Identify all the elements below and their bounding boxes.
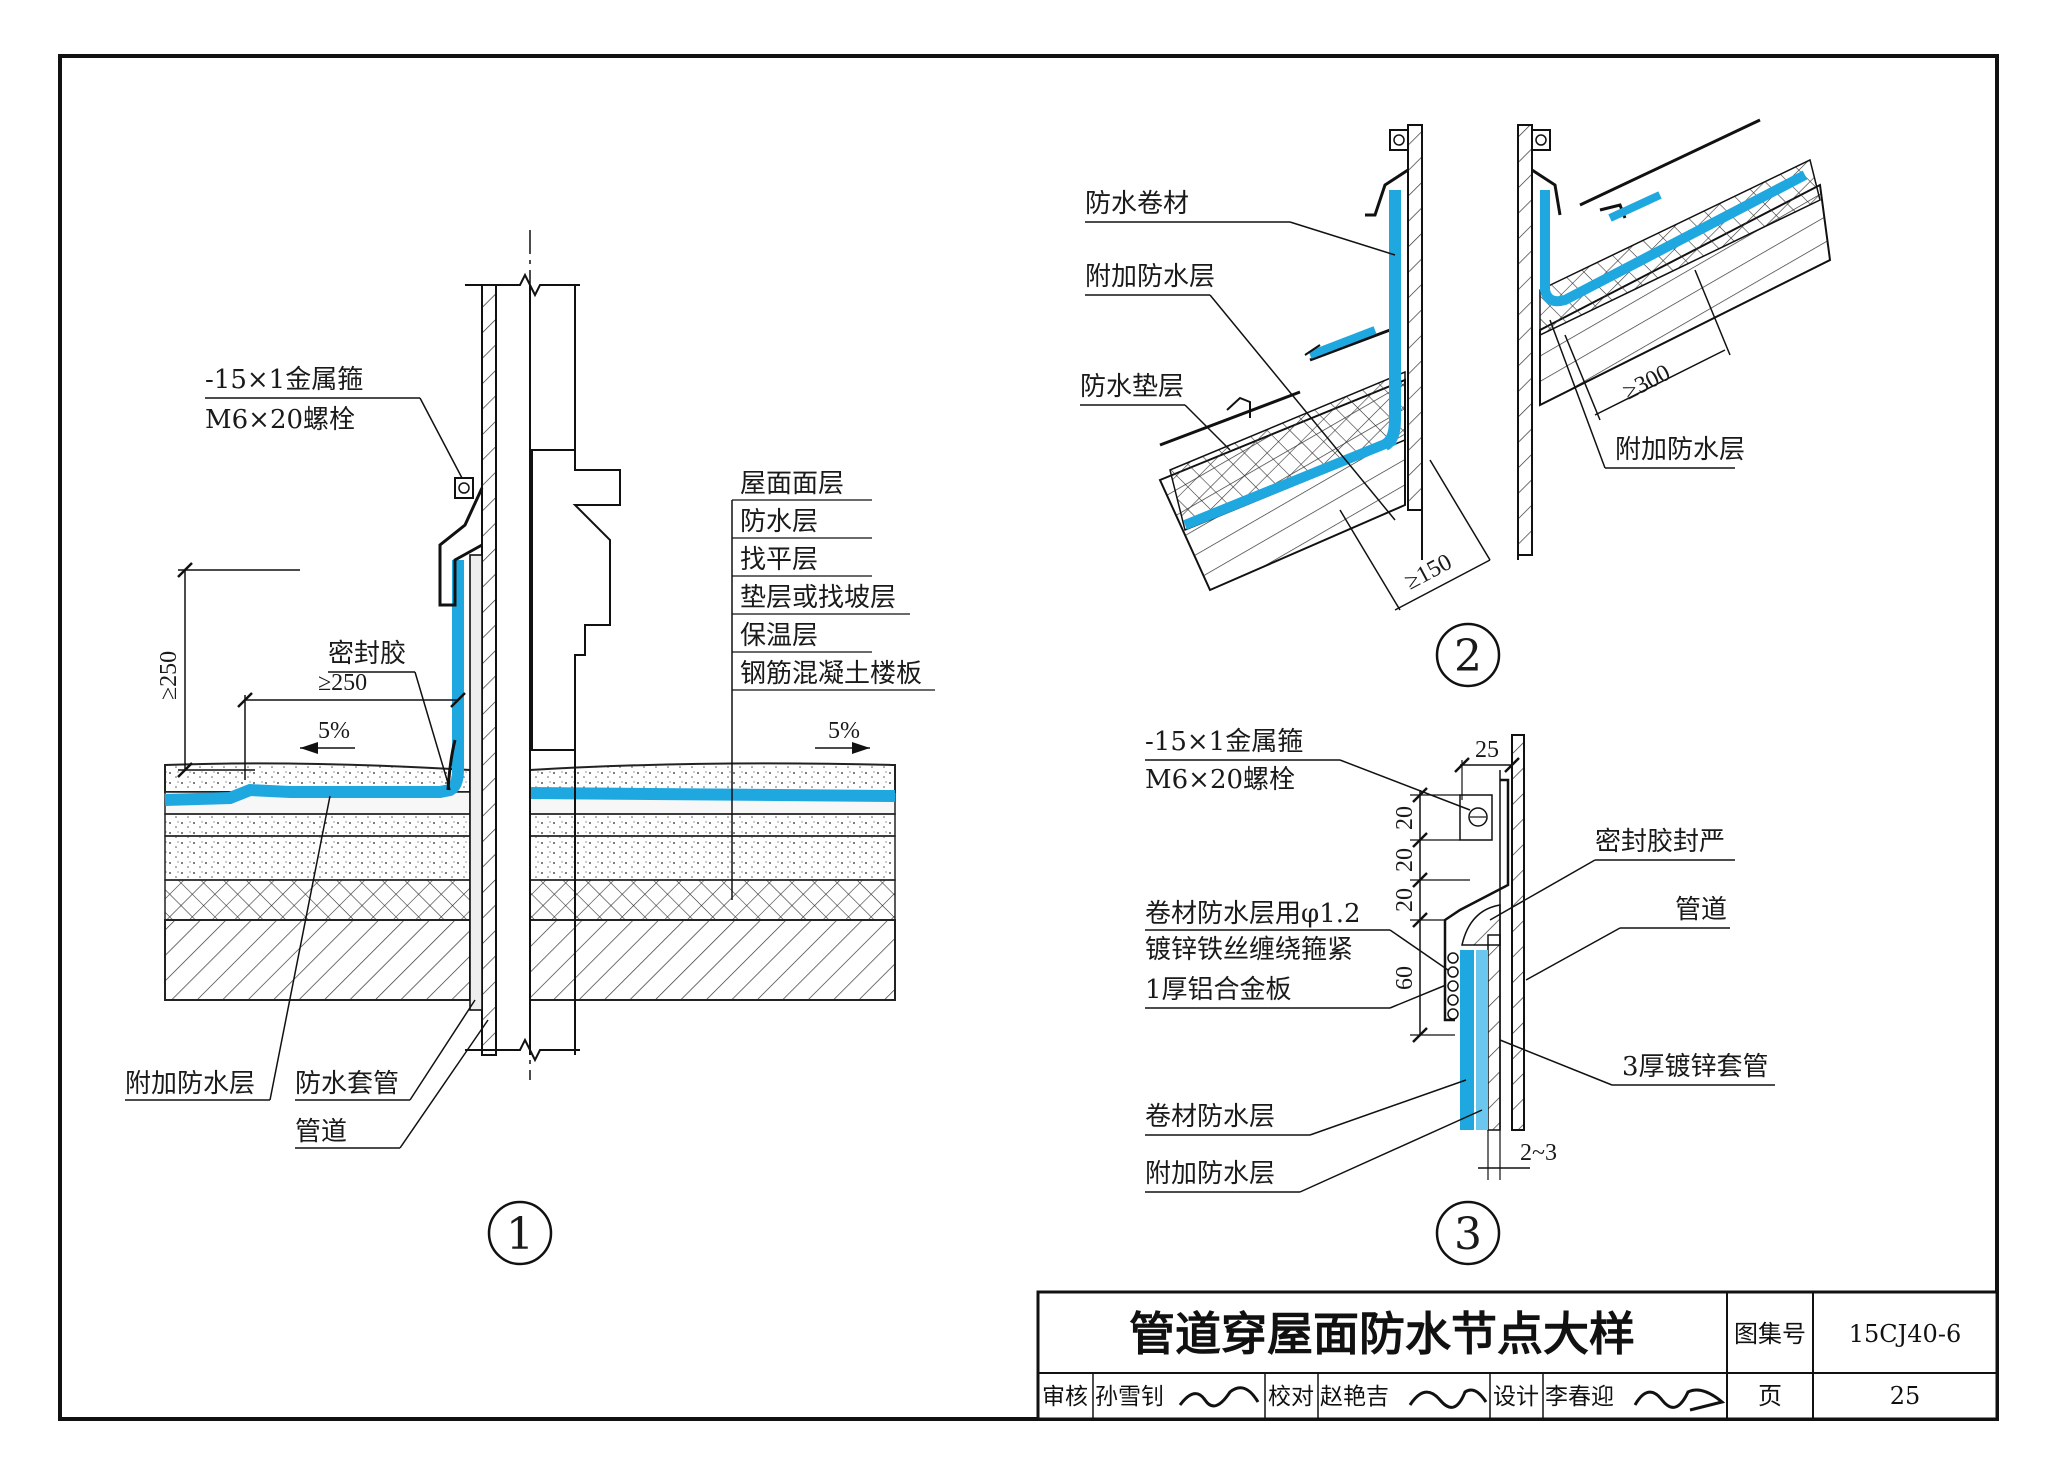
pipe-wall-left (481, 284, 497, 1056)
title-text: 管道穿屋面防水节点大样 (1129, 1307, 1635, 1361)
sheet-border (58, 54, 1999, 1421)
detail-2: 防水卷材 附加防水层 防水垫层 ≥150 ≥300 附加防水层 2 (1080, 118, 1832, 688)
d3-dim-20-c: 20 (1392, 888, 1418, 912)
reviewer-signature (1178, 1386, 1260, 1408)
checker-signature (1408, 1388, 1488, 1409)
d2-waterproof-vertical (1381, 190, 1401, 451)
atlas-number: 15CJ40-6 (1849, 1320, 1961, 1348)
atlas-label: 图集号 (1734, 1320, 1806, 1348)
d3-waterproof-layer (1460, 950, 1474, 1130)
d3-wire-label-1: 卷材防水层用φ1.2 (1145, 899, 1361, 929)
d3-gap-label: 2~3 (1520, 1140, 1557, 1166)
vent-cap (531, 449, 621, 751)
design-label: 设计 (1493, 1384, 1539, 1410)
d3-aluminum-label: 1厚铝合金板 (1145, 975, 1292, 1005)
page-number: 25 (1890, 1382, 1921, 1410)
page-label: 页 (1758, 1382, 1782, 1410)
designer-signature (1633, 1388, 1726, 1412)
d1-number: 1 (506, 1209, 534, 1260)
d2-membrane-label: 防水卷材 (1085, 189, 1189, 219)
d3-pipe-label: 管道 (1675, 895, 1727, 925)
d1-sealant-label: 密封胶 (328, 639, 406, 669)
d1-layer-4: 保温层 (740, 621, 818, 651)
reviewer-name: 孙雪钊 (1095, 1384, 1164, 1410)
d3-dim-20-a: 20 (1392, 806, 1418, 830)
d2-number: 2 (1454, 631, 1482, 682)
d3-dim-60: 60 (1392, 966, 1418, 990)
d2-underlay-label: 防水垫层 (1080, 372, 1184, 402)
waterproof-layer-left (164, 560, 464, 806)
d3-wire-label-2: 镀锌铁丝缠绕箍紧 (1145, 935, 1353, 965)
d1-bolt-label: M6×20螺栓 (205, 405, 355, 435)
d3-dim-20-b: 20 (1392, 848, 1418, 872)
detail-1: -15×1金属箍 M6×20螺栓 密封胶 ≥250 ≥250 5% 5% (125, 230, 935, 1266)
d3-number: 3 (1454, 1209, 1482, 1260)
d3-dim-25: 25 (1475, 737, 1499, 763)
d3-extra-layer-label: 附加防水层 (1145, 1159, 1275, 1189)
d3-sleeve-label: 3厚镀锌套管 (1622, 1052, 1769, 1082)
d1-layer-1: 防水层 (740, 507, 818, 537)
d2-waterproof-right (1540, 170, 1808, 307)
d1-layer-0: 屋面面层 (740, 469, 844, 499)
review-label: 审核 (1042, 1384, 1088, 1410)
d1-slope-left: 5% (318, 718, 350, 744)
d1-layer-5: 钢筋混凝土楼板 (740, 659, 922, 689)
d3-clamp-label: -15×1金属箍 (1145, 727, 1303, 757)
d2-extra-layer-label-right: 附加防水层 (1615, 435, 1745, 465)
d1-slope-right: 5% (828, 718, 860, 744)
waterproof-layer-right (529, 787, 896, 802)
detail-3: 20 20 20 60 25 -15×1金属箍 M6×20螺栓 卷材防水层用φ1… (1145, 727, 1775, 1266)
d2-dim-300: ≥300 (1619, 360, 1675, 405)
checker-name: 赵艳吉 (1320, 1384, 1389, 1410)
d1-dim-width: ≥250 (318, 670, 367, 696)
d2-waterproof-upturn (1308, 326, 1377, 359)
d3-extra-waterproof-layer (1476, 950, 1488, 1130)
sleeve (469, 554, 483, 1011)
d1-extra-layer-label: 附加防水层 (125, 1069, 255, 1099)
d3-bolt-label: M6×20螺栓 (1145, 765, 1295, 795)
d1-pipe-label: 管道 (295, 1117, 347, 1147)
d3-membrane-label: 卷材防水层 (1145, 1102, 1275, 1132)
d2-extra-layer-label: 附加防水层 (1085, 262, 1215, 292)
title-block: 管道穿屋面防水节点大样 图集号 15CJ40-6 页 25 审核 孙雪钊 校对 … (1036, 1290, 1999, 1421)
check-label: 校对 (1268, 1384, 1314, 1410)
d1-dim-height: ≥250 (156, 651, 182, 700)
d1-layer-3: 垫层或找坡层 (740, 583, 896, 613)
d1-layer-2: 找平层 (740, 545, 818, 575)
d1-clamp-label: -15×1金属箍 (205, 365, 363, 395)
d3-sealant-label: 密封胶封严 (1595, 827, 1725, 857)
designer-name: 李春迎 (1545, 1384, 1614, 1410)
d1-sleeve-label: 防水套管 (295, 1069, 399, 1099)
d2-waterproof-left (1183, 435, 1397, 530)
d2-dim-150: ≥150 (1401, 549, 1457, 595)
